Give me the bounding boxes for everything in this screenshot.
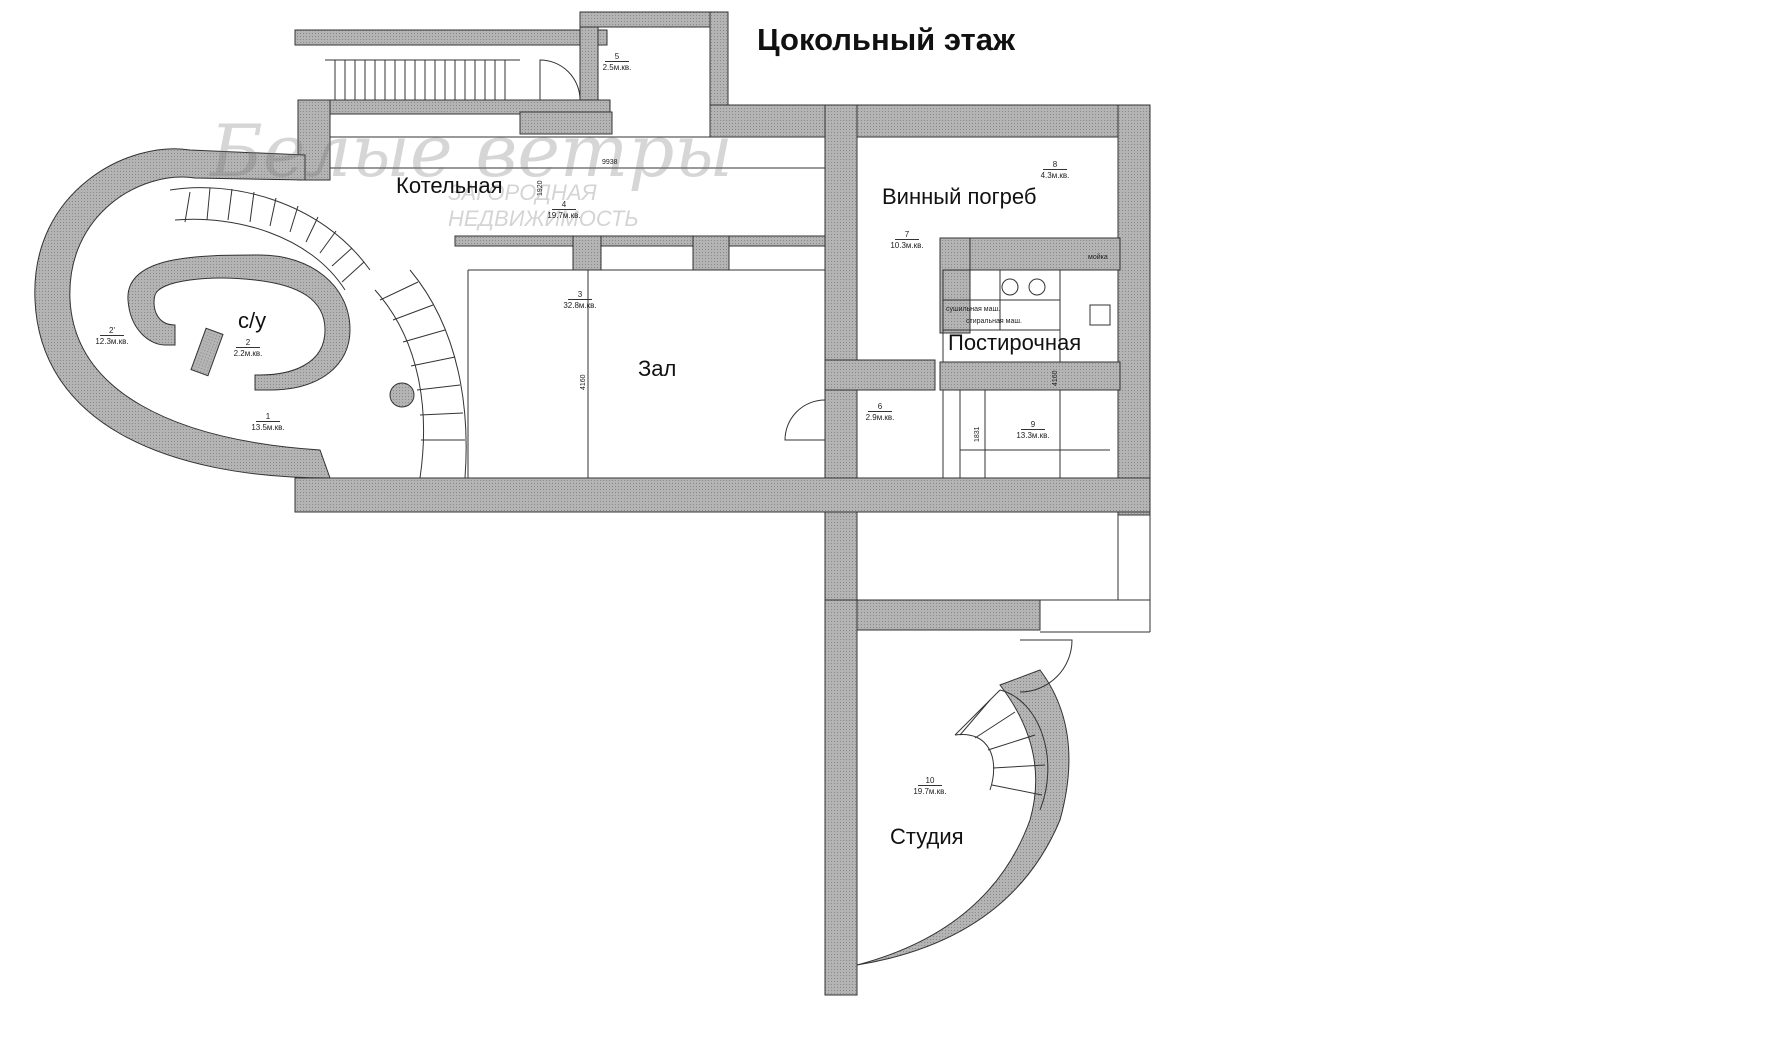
dimension-boiler-width: 9938 xyxy=(602,159,618,166)
room-area: 2.9м.кв. xyxy=(865,413,895,422)
wall-pier-1 xyxy=(572,235,602,271)
wall-laundry-mid xyxy=(939,361,1121,391)
room-label-hall: Зал xyxy=(638,356,677,381)
walls xyxy=(34,11,1151,996)
wall-wine-left xyxy=(939,237,971,334)
wall-boiler-bottom xyxy=(454,235,826,247)
wall-room5-right xyxy=(709,11,729,121)
wall-right-outer xyxy=(1117,104,1151,516)
room-area: 32.8м.кв. xyxy=(563,301,597,310)
dimension-laundry-small: 1831 xyxy=(974,426,981,442)
room-number: 8 xyxy=(1043,160,1067,170)
wall-room5-top xyxy=(579,11,729,28)
room-area: 4.3м.кв. xyxy=(1040,171,1070,180)
room-number: 10 xyxy=(918,776,942,786)
room-label-studio: Студия xyxy=(890,824,964,849)
room-number: 2' xyxy=(100,326,124,336)
dimension-laundry-height: 4160 xyxy=(1052,370,1059,386)
watermark-line2: НЕДВИЖИМОСТЬ xyxy=(448,206,639,231)
room-number: 9 xyxy=(1021,420,1045,430)
stairs-spiral-left xyxy=(169,187,371,291)
fixture-sink: мойка xyxy=(1088,254,1108,261)
room-number: 2 xyxy=(236,338,260,348)
wall-wc-post xyxy=(190,327,224,377)
wall-stair-upper xyxy=(519,111,613,135)
dimension-boiler-depth: 1920 xyxy=(537,180,544,196)
room-area: 10.3м.кв. xyxy=(890,241,924,250)
wall-studio-curve xyxy=(856,669,1070,995)
fixture-dryer: сушильная маш. xyxy=(946,306,1001,313)
room-number-area-2b: 2'12.3м.кв. xyxy=(82,326,142,346)
room-label-wine: Винный погреб xyxy=(882,184,1037,209)
wall-top-right xyxy=(709,104,1151,138)
room-number: 1 xyxy=(256,412,280,422)
room-area: 13.3м.кв. xyxy=(1016,431,1050,440)
room-number: 3 xyxy=(568,290,592,300)
stairs-curved-center xyxy=(374,269,467,479)
wall-hall-door xyxy=(824,359,936,391)
room-label-wc: с/у xyxy=(238,308,267,333)
watermark-line1: ЗАГОРОДНАЯ xyxy=(448,180,597,205)
room-area: 19.7м.кв. xyxy=(913,787,947,796)
walls-outline xyxy=(169,59,1151,811)
room-area: 19.7м.кв. xyxy=(547,211,581,220)
room-area: 2.5м.кв. xyxy=(602,63,632,72)
wall-ellipse-outer xyxy=(34,148,331,479)
fixture-washer: стиральная маш. xyxy=(966,318,1022,325)
room-number: 7 xyxy=(895,230,919,240)
stairs-top xyxy=(325,59,520,101)
wall-bottom-main xyxy=(294,477,1151,513)
wall-ellipse-inner xyxy=(127,254,351,391)
room-number: 4 xyxy=(552,200,576,210)
room-label-boiler: Котельная xyxy=(396,173,503,198)
room-number: 5 xyxy=(605,52,629,62)
room-label-laundry: Постирочная xyxy=(948,330,1082,355)
dimension-hall-height: 4160 xyxy=(580,374,587,390)
watermark-text: ЗАГОРОДНАЯ НЕДВИЖИМОСТЬ xyxy=(448,180,639,232)
room-number: 6 xyxy=(868,402,892,412)
page-title: Цокольный этаж xyxy=(757,22,1015,57)
wall-pier-2 xyxy=(692,235,730,271)
stairs-studio xyxy=(954,689,1049,811)
room-area: 12.3м.кв. xyxy=(95,337,129,346)
watermark-logo: Белые ветры xyxy=(210,109,734,193)
room-area: 13.5м.кв. xyxy=(251,423,285,432)
wall-top-left xyxy=(294,29,608,46)
room-area: 2.2м.кв. xyxy=(233,349,263,358)
wall-studio-left xyxy=(824,599,858,996)
